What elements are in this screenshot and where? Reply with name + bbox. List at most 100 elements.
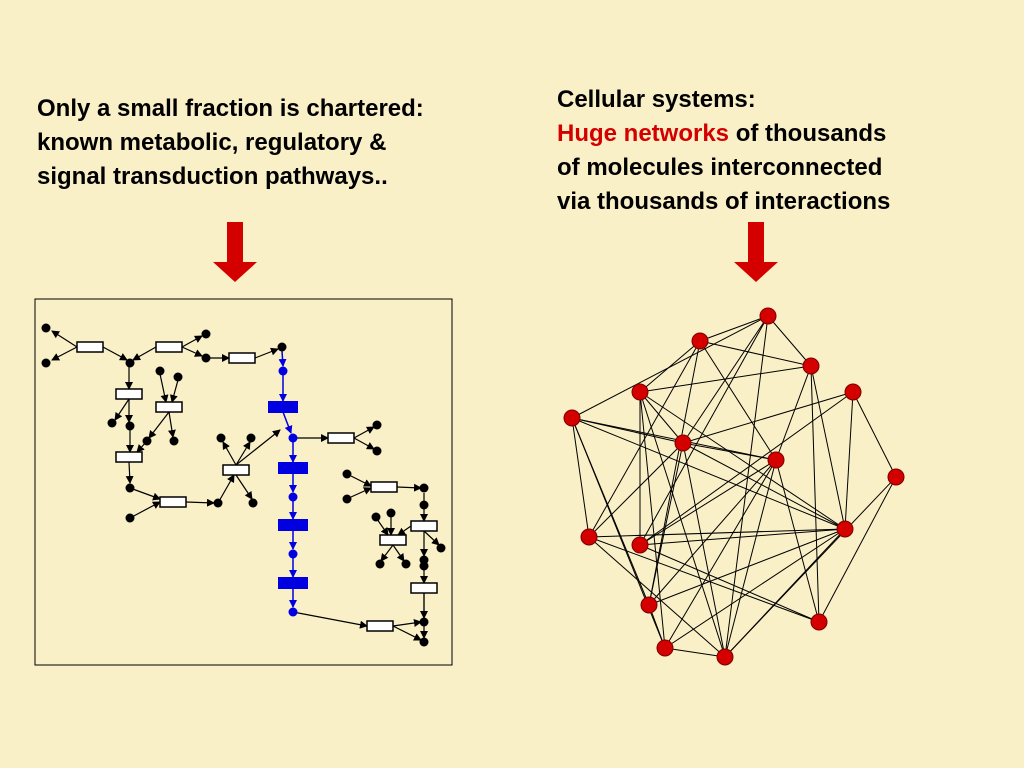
network-caption: Cellular systems: Huge networks of thous… [557, 83, 1017, 219]
highlighted-pathway-edge [278, 350, 287, 367]
network-edge [844, 391, 854, 530]
network-caption-line-2-rest: of thousands [729, 120, 887, 147]
network-edge [852, 391, 897, 478]
reaction-box [327, 432, 355, 444]
network-edge [682, 442, 726, 658]
highlighted-metabolite-node [288, 607, 298, 617]
metabolite-node [107, 418, 117, 428]
pathway-edge [167, 411, 176, 438]
pathway-edge [51, 330, 78, 348]
network-edge [699, 315, 769, 342]
metabolite-node [372, 420, 382, 430]
pathway-edge [125, 461, 134, 484]
metabolite-node [125, 421, 135, 431]
metabolite-node [216, 433, 226, 443]
network-node [887, 468, 905, 486]
network-edge [571, 417, 777, 461]
metabolite-node [248, 498, 258, 508]
metabolite-node [419, 500, 429, 510]
metabolite-node [436, 543, 446, 553]
metabolite-node [169, 436, 179, 446]
network-node [716, 648, 734, 666]
network-node [631, 536, 649, 554]
pathway-edge [102, 346, 128, 361]
network-edge [639, 391, 854, 546]
network-edge [639, 391, 684, 444]
network-edge [648, 528, 846, 606]
pathway-edge [235, 441, 251, 466]
metabolite-node [419, 483, 429, 493]
network-edge [682, 442, 846, 530]
metabolite-node [201, 353, 211, 363]
network-edge [810, 365, 846, 530]
reaction-box [370, 481, 398, 493]
highlighted-reaction-box [278, 519, 308, 531]
metabolite-node [375, 559, 385, 569]
network-edge [639, 365, 812, 393]
pathway-caption-line-2: known metabolic, regulatory & [37, 129, 387, 156]
pathway-caption-line-1: Only a small fraction is chartered: [37, 95, 424, 122]
metabolite-node [125, 483, 135, 493]
pathway-edge [392, 544, 405, 562]
network-edge [724, 528, 846, 658]
network-edge [639, 528, 846, 546]
pathway-edge [353, 426, 375, 439]
network-edges [571, 315, 897, 658]
network-edge [724, 315, 769, 658]
pathway-edge [132, 346, 157, 361]
reaction-box [222, 464, 250, 476]
network-edge [639, 315, 769, 546]
pathway-edge [392, 625, 422, 641]
metabolite-node [419, 637, 429, 647]
pathway-edge [392, 619, 422, 627]
network-edge [682, 442, 777, 461]
metabolite-node [125, 358, 135, 368]
highlighted-metabolite-node [288, 433, 298, 443]
pathway-edge [222, 441, 237, 466]
pathway-caption-line-3: signal transduction pathways.. [37, 163, 388, 190]
network-edge [648, 340, 701, 606]
metabolite-node [246, 433, 256, 443]
pathway-edge [148, 411, 170, 439]
reaction-box [228, 352, 256, 364]
network-edge [588, 442, 684, 538]
metabolite-node [213, 498, 223, 508]
metabolite-node [371, 512, 381, 522]
metabolite-node [342, 494, 352, 504]
pathway-edges [51, 330, 440, 641]
pathway-edge [376, 518, 389, 536]
pathway-edge [292, 611, 368, 629]
network-node [767, 451, 785, 469]
network-edge [724, 459, 777, 658]
network-caption-line-4: via thousands of interactions [557, 188, 891, 215]
network-edge [664, 459, 777, 649]
metabolite-node [342, 469, 352, 479]
metabolite-node [142, 436, 152, 446]
network-caption-line-2: Huge networks of thousands [557, 117, 1017, 151]
network-node [759, 307, 777, 325]
pathway-map-frame [34, 298, 453, 666]
pathway-edge [129, 487, 161, 501]
metabolite-node [155, 366, 165, 376]
left-down-arrow-icon [213, 222, 257, 282]
highlighted-metabolite-node [288, 492, 298, 502]
pathway-edge [396, 483, 422, 492]
pathway-edge [235, 474, 253, 500]
highlighted-reaction-box [278, 462, 308, 474]
network-caption-line-1: Cellular systems: [557, 86, 756, 113]
interaction-network [563, 307, 905, 666]
pathway-edge [235, 429, 281, 466]
network-node [563, 409, 581, 427]
reaction-box [159, 496, 187, 508]
pathway-edge [185, 498, 215, 507]
metabolite-node [41, 323, 51, 333]
huge-networks-highlight: Huge networks [557, 120, 730, 147]
metabolite-node [277, 342, 287, 352]
network-node [640, 596, 658, 614]
network-edge [699, 340, 812, 367]
pathway-metabolite-nodes [41, 323, 446, 647]
network-edge [664, 528, 846, 649]
metabolite-node [125, 513, 135, 523]
metabolite-node [386, 508, 396, 518]
